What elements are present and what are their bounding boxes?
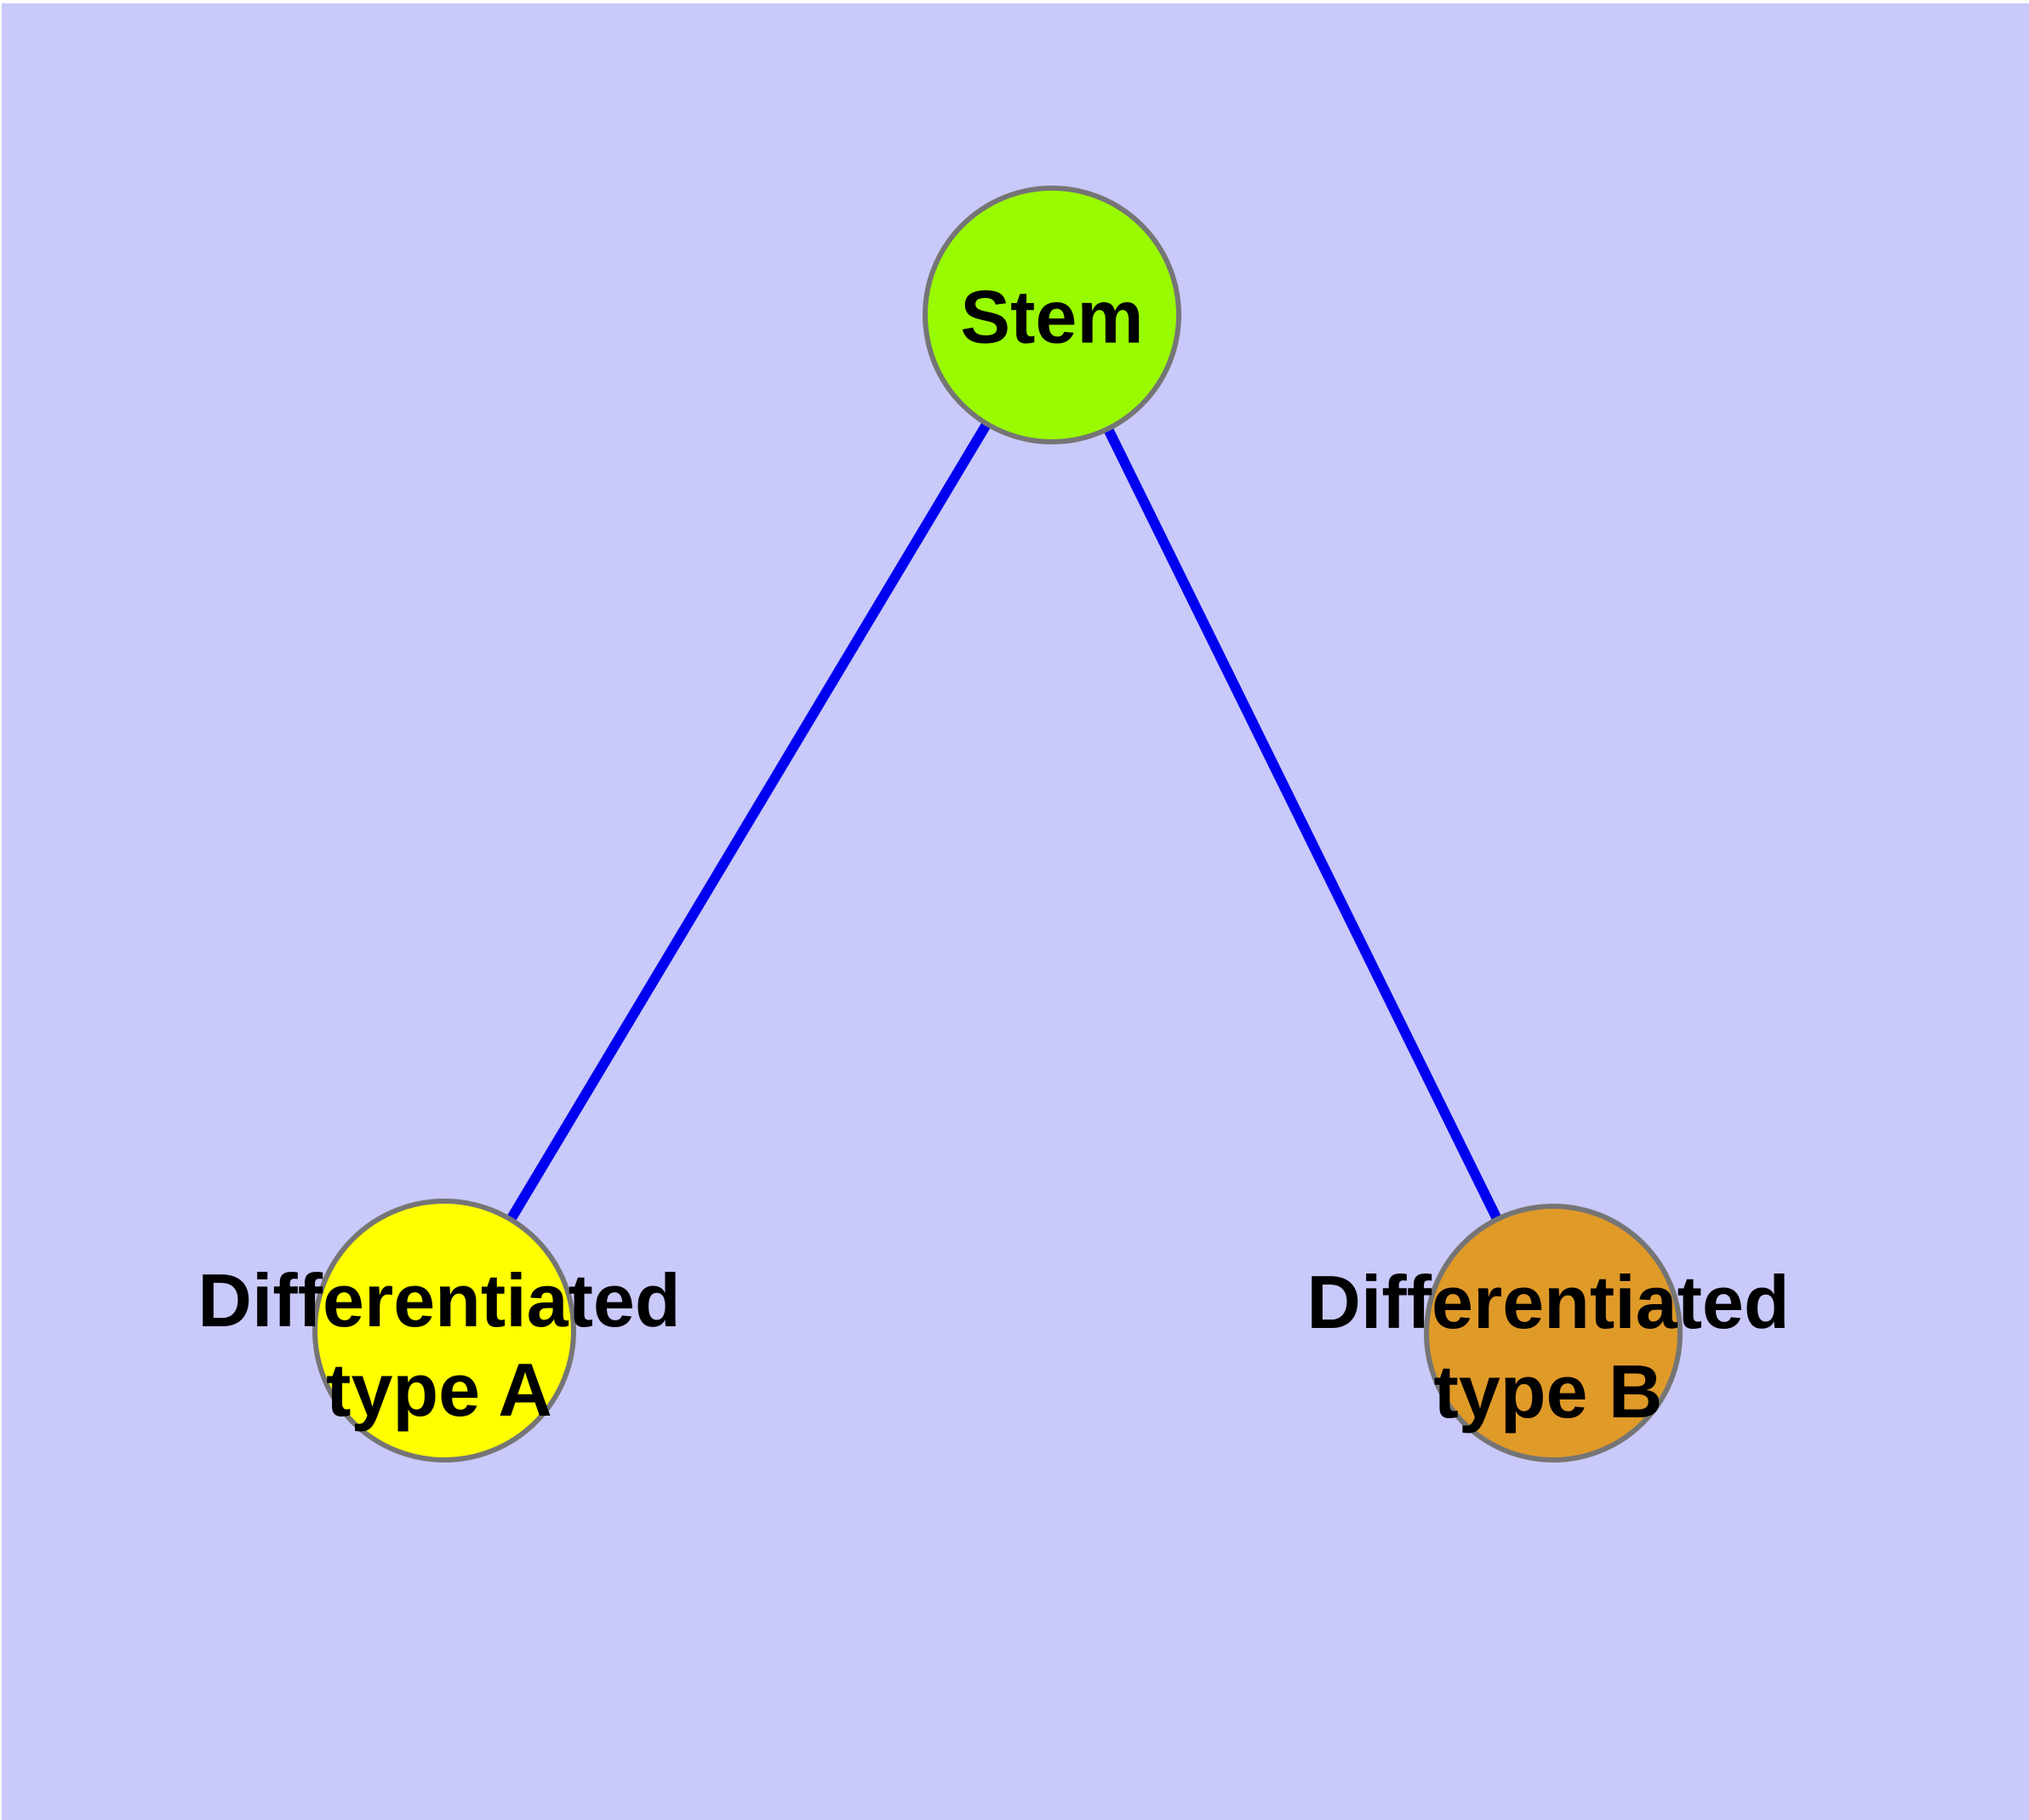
node-type-b-label: Differentiated type B (1306, 1257, 1789, 1436)
node-type-a-label-line1: Differentiated (197, 1258, 681, 1342)
node-stem-label: Stem (960, 274, 1144, 359)
node-type-a-label-line2: type A (326, 1348, 552, 1432)
node-type-a-label: Differentiated type A (197, 1256, 680, 1434)
node-type-b-label-line1: Differentiated (1306, 1260, 1790, 1344)
node-type-b-label-line2: type B (1433, 1349, 1663, 1434)
node-type-b-circle (1424, 1204, 1683, 1462)
node-type-a-circle (312, 1199, 576, 1462)
edge-stem-to-type-a (439, 312, 1057, 1334)
edge-stem-to-type-b (1047, 312, 1558, 1336)
node-stem-circle (923, 186, 1181, 444)
